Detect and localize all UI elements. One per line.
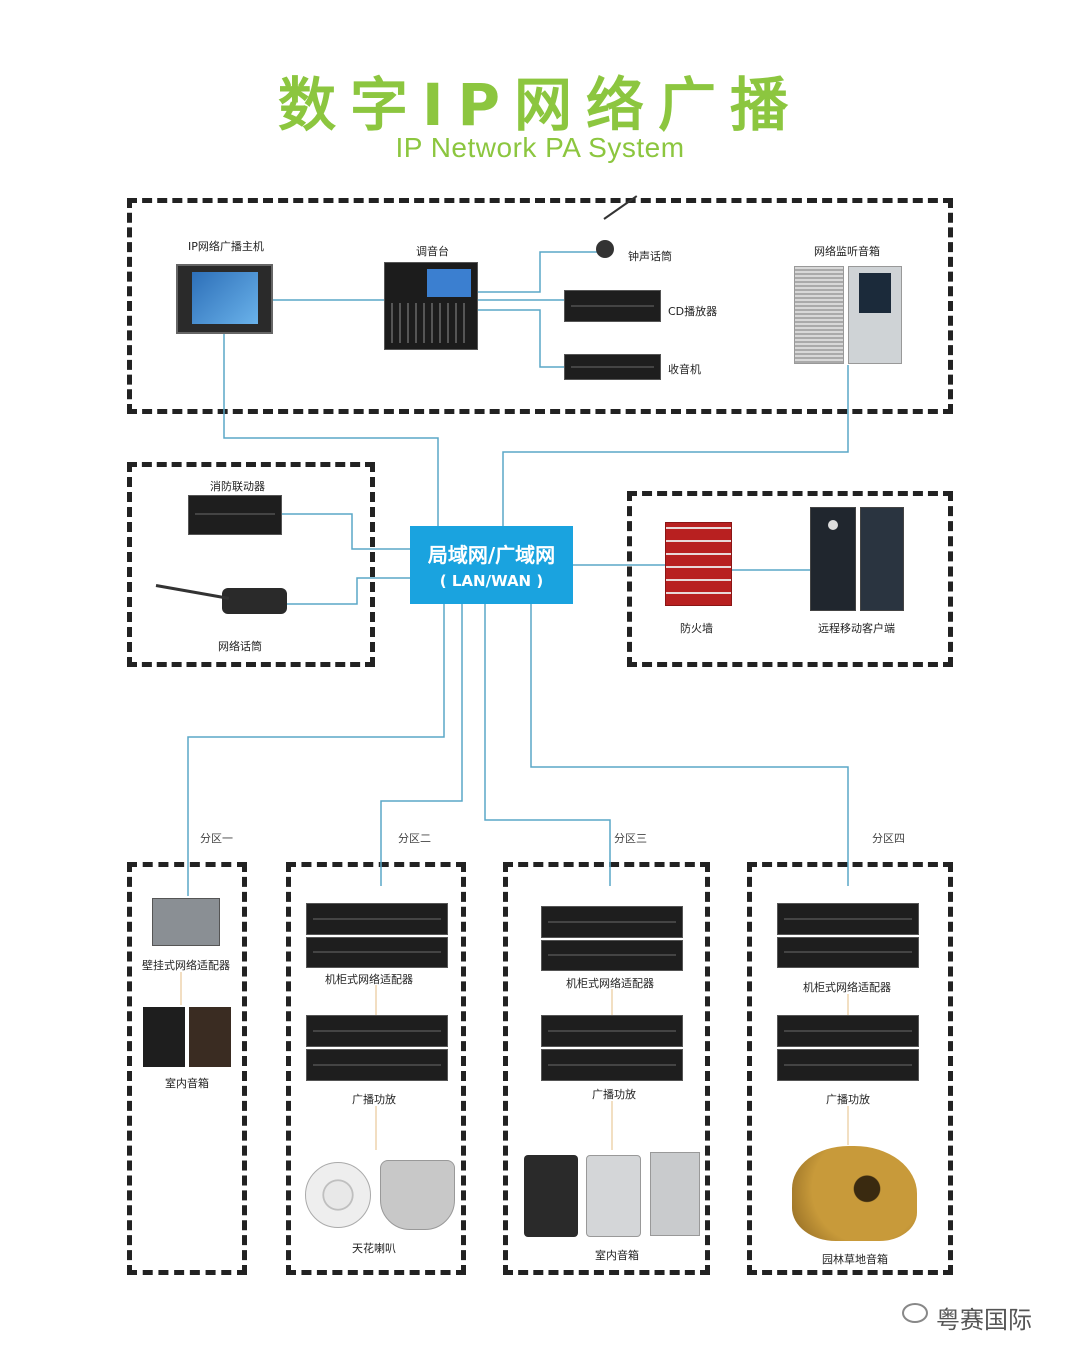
zone2-label: 分区二 [398,832,431,845]
firewall-label: 防火墙 [680,622,713,635]
network-mic-label: 网络话筒 [218,640,262,653]
network-mic-device [222,588,287,614]
zone3-amp-bottom [541,1049,683,1081]
link-monitor-lan [502,365,849,526]
cd-player-device [564,290,661,322]
mobile-client-label: 远程移动客户端 [818,622,895,635]
top-group [127,198,953,414]
link-host-lan [223,334,439,526]
zone2-amp-label: 广播功放 [352,1093,396,1106]
mobile-phone-2 [860,507,904,611]
zone4-amp-top [777,1015,919,1047]
avatar-icon [828,520,838,530]
zone3-amp-top [541,1015,683,1047]
zone2-adapter-top [306,903,448,935]
zone1-speaker-right [189,1007,231,1067]
zone3-speaker-bracket [650,1152,700,1236]
page-subtitle: IP Network PA System [395,132,685,163]
zone1-label: 分区一 [200,832,233,845]
host-device [176,264,273,334]
zone1-speaker-label: 室内音箱 [165,1077,209,1090]
zone4-adapter-top [777,903,919,935]
zone1-adapter-label: 壁挂式网络适配器 [142,959,230,972]
zone3-label: 分区三 [614,832,647,845]
link-mic-lan [287,577,410,605]
chime-mic-device [596,240,614,258]
mixer-screen [427,269,471,297]
zone2-speaker-label: 天花喇叭 [352,1242,396,1255]
host-label: IP网络广播主机 [188,240,264,253]
zone4-rock-speaker [792,1146,917,1241]
zone3-adapter-top [541,906,683,938]
zone2-ceiling-speaker-1 [305,1162,371,1228]
left-group [127,462,375,667]
zone3-amp-label: 广播功放 [592,1088,636,1101]
link-mixer-chime [478,251,600,293]
speaker-grille [794,266,844,364]
link-mixer-radio [478,309,564,368]
zone4-group [747,862,953,1275]
zone3-speaker-label: 室内音箱 [595,1249,639,1262]
zone3-group [503,862,710,1275]
zone2-group [286,862,466,1275]
zone3-adapter-bottom [541,940,683,971]
firewall-icon [665,522,732,606]
cd-player-label: CD播放器 [668,305,718,318]
zone3-adapter-label: 机柜式网络适配器 [566,977,654,990]
zone2-adapter-label: 机柜式网络适配器 [325,973,413,986]
zone1-wall-adapter [152,898,220,946]
zone4-adapter-label: 机柜式网络适配器 [803,981,891,994]
zone3-speaker-black [524,1155,578,1237]
zone2-amp-top [306,1015,448,1047]
radio-device [564,354,661,380]
zone2-ceiling-speaker-2 [380,1160,455,1230]
zone2-adapter-bottom [306,937,448,968]
zone4-amp-bottom [777,1049,919,1081]
zone4-label: 分区四 [872,832,905,845]
monitor-speaker-device [794,266,902,364]
fire-linkage-label: 消防联动器 [210,480,265,493]
link-lan-zone2 [380,604,463,886]
mixer-label: 调音台 [416,245,449,258]
mobile-phone-1 [810,507,856,611]
mixer-device [384,262,478,350]
chime-mic-label: 钟声话筒 [628,250,672,263]
zone4-amp-label: 广播功放 [826,1093,870,1106]
zone2-amp-bottom [306,1049,448,1081]
hub-title: 局域网/广域网 [427,543,556,567]
watermark: 粤赛国际 [936,1306,1032,1334]
zone4-adapter-bottom [777,937,919,968]
link-fire-lan [282,513,410,550]
radio-label: 收音机 [668,363,701,376]
lan-wan-hub: 局域网/广域网 ( LAN/WAN ) [410,526,573,604]
link-lan-zone4 [530,604,849,886]
hub-subtitle: ( LAN/WAN ) [439,572,544,590]
zone3-speaker-white [586,1155,641,1237]
zone1-speaker-left [143,1007,185,1067]
host-screen [192,272,258,324]
wechat-icon [902,1303,928,1323]
mixer-faders [391,303,471,343]
monitor-panel [859,273,891,313]
page-title: 数字IP网络广播 [277,71,803,139]
link-lan-zone1 [187,604,445,896]
monitor-speaker-label: 网络监听音箱 [814,245,880,258]
zone1-group [127,862,247,1275]
zone4-speaker-label: 园林草地音箱 [822,1253,888,1266]
fire-linkage-device [188,495,282,535]
link-lan-zone3 [484,604,611,886]
right-group [627,491,953,667]
